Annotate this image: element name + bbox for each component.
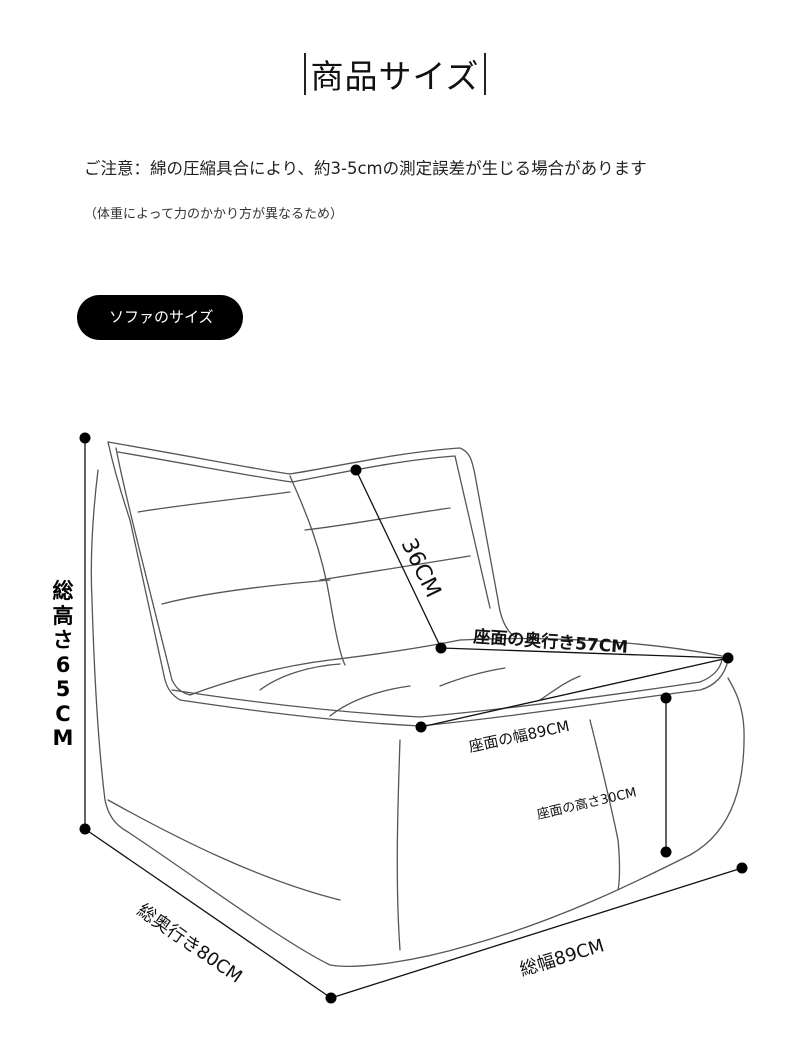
section-tag-sofa-size: ソファのサイズ bbox=[77, 295, 243, 340]
point-top bbox=[79, 432, 91, 444]
seat-depth-line bbox=[440, 647, 729, 659]
seam-4 bbox=[319, 555, 471, 581]
point-seat-height-top bbox=[660, 692, 672, 704]
total-height-char: さ bbox=[52, 628, 74, 652]
sofa-seat-front-edge2 bbox=[171, 659, 723, 718]
measurement-notice: ご注意：綿の圧縮具合により、約3-5cmの測定誤差が生じる場合があります bbox=[84, 159, 647, 178]
total-height-char: 高 bbox=[52, 603, 74, 628]
back-height-line bbox=[355, 469, 442, 649]
title-bar-left bbox=[304, 53, 307, 95]
point-bottom-front bbox=[325, 992, 337, 1004]
dimension-points bbox=[79, 432, 748, 1004]
sofa-base-left bbox=[90, 469, 471, 967]
dimension-lines bbox=[84, 438, 743, 999]
total-depth-line bbox=[84, 828, 332, 999]
seam-1 bbox=[137, 491, 291, 513]
sofa-base-front bbox=[396, 739, 401, 951]
sofa-left-edge-inner bbox=[115, 447, 191, 696]
label-seat-depth: 座面の奥行き57CM bbox=[473, 626, 629, 658]
total-height-char: M bbox=[52, 726, 74, 750]
seat-width-line bbox=[420, 657, 729, 728]
sofa-seat-front-edge bbox=[179, 659, 729, 727]
label-total-width: 総幅89CM bbox=[517, 935, 606, 981]
seat-seam-2 bbox=[329, 685, 411, 717]
page-title: 商品サイズ bbox=[0, 50, 790, 98]
total-height-char: 総 bbox=[52, 579, 74, 603]
seat-seam-3 bbox=[439, 667, 506, 687]
label-total-depth: 総奥行き80CM bbox=[133, 900, 246, 988]
measurement-notice-sub: （体重によって力のかかり方が異なるため） bbox=[84, 207, 343, 222]
sofa-left-edge bbox=[107, 441, 181, 701]
total-height-char: 6 bbox=[55, 652, 71, 677]
back-center-curve bbox=[289, 475, 346, 666]
sofa-base-mid bbox=[589, 719, 621, 891]
title-bar-right bbox=[483, 53, 486, 95]
label-seat-height: 座面の高さ30CM bbox=[535, 784, 638, 822]
point-bottom-right bbox=[736, 862, 748, 874]
sofa-illustration bbox=[90, 441, 745, 967]
total-height-char: 5 bbox=[55, 677, 71, 701]
point-back-top bbox=[350, 464, 362, 476]
label-total-height: 総 高 さ 6 5 C M bbox=[51, 579, 75, 751]
sofa-back-outline bbox=[107, 441, 516, 638]
total-height-char: C bbox=[55, 701, 71, 726]
point-bottom-left bbox=[79, 823, 91, 835]
sofa-base-right bbox=[469, 677, 745, 946]
seam-2 bbox=[161, 579, 331, 605]
sofa-seat-top bbox=[189, 637, 723, 696]
point-seat-height-bottom bbox=[660, 846, 672, 858]
seat-seam-1 bbox=[259, 663, 341, 691]
seam-3 bbox=[304, 507, 451, 531]
dimension-labels: 36CM 座面の奥行き57CM 座面の幅89CM 座面の高さ30CM 総奥行き8… bbox=[133, 535, 638, 988]
label-seat-width: 座面の幅89CM bbox=[467, 717, 571, 756]
total-width-line bbox=[330, 867, 743, 999]
point-seat-right bbox=[722, 652, 734, 664]
point-seat-front bbox=[415, 721, 427, 733]
sofa-base-mid2 bbox=[107, 799, 341, 901]
seat-seam-4 bbox=[539, 675, 581, 701]
title-text: 商品サイズ bbox=[310, 57, 480, 96]
point-seat-back bbox=[435, 642, 447, 654]
